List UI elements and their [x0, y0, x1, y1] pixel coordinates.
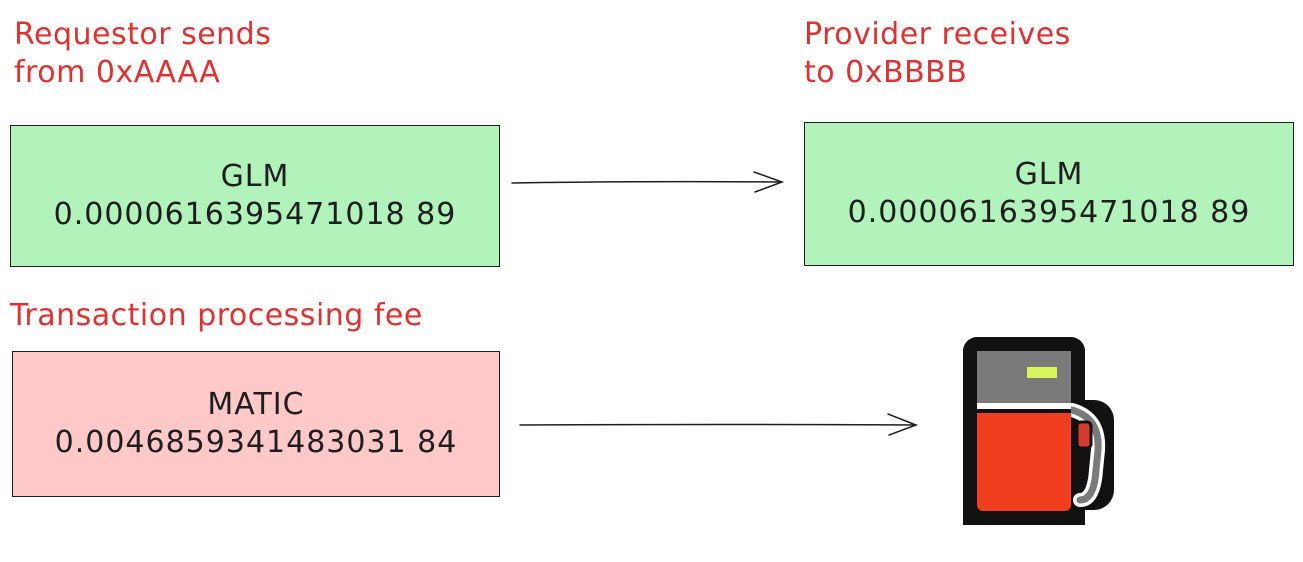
provider-caption: Provider receives to 0xBBBB — [804, 16, 1071, 92]
requestor-caption-line1: Requestor sends — [14, 17, 272, 52]
provider-caption-line1: Provider receives — [804, 17, 1071, 52]
fee-amount-box: MATIC 0.0046859341483031 84 — [12, 351, 500, 497]
requestor-caption-line2: from 0xAAAA — [14, 55, 221, 90]
provider-caption-line2: to 0xBBBB — [804, 55, 968, 90]
requestor-amount-box: GLM 0.0000616395471018 89 — [10, 125, 500, 267]
fee-arrow — [519, 413, 919, 436]
provider-amount-box: GLM 0.0000616395471018 89 — [804, 122, 1294, 266]
fee-amount-value: 0.0046859341483031 84 — [54, 425, 458, 460]
provider-amount-value: 0.0000616395471018 89 — [847, 195, 1251, 230]
fuel-pump-icon — [963, 337, 1114, 525]
provider-token-label: GLM — [1014, 157, 1084, 192]
requestor-amount-value: 0.0000616395471018 89 — [53, 197, 457, 232]
transfer-arrow — [511, 171, 785, 193]
fee-token-label: MATIC — [207, 387, 305, 422]
requestor-token-label: GLM — [220, 159, 290, 194]
fee-caption: Transaction processing fee — [10, 298, 423, 333]
requestor-caption: Requestor sends from 0xAAAA — [14, 16, 271, 92]
